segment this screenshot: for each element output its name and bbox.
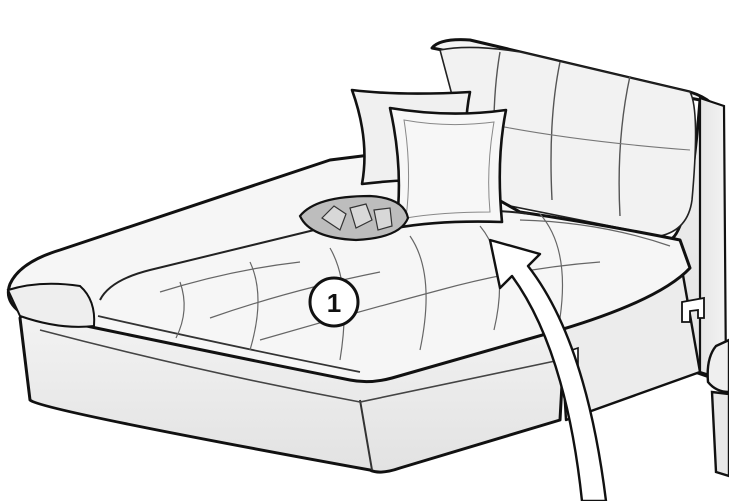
pillow-front: [390, 108, 506, 228]
adjacent-module: [708, 340, 729, 476]
step-badge: 1: [310, 278, 358, 326]
step-number: 1: [327, 288, 341, 318]
